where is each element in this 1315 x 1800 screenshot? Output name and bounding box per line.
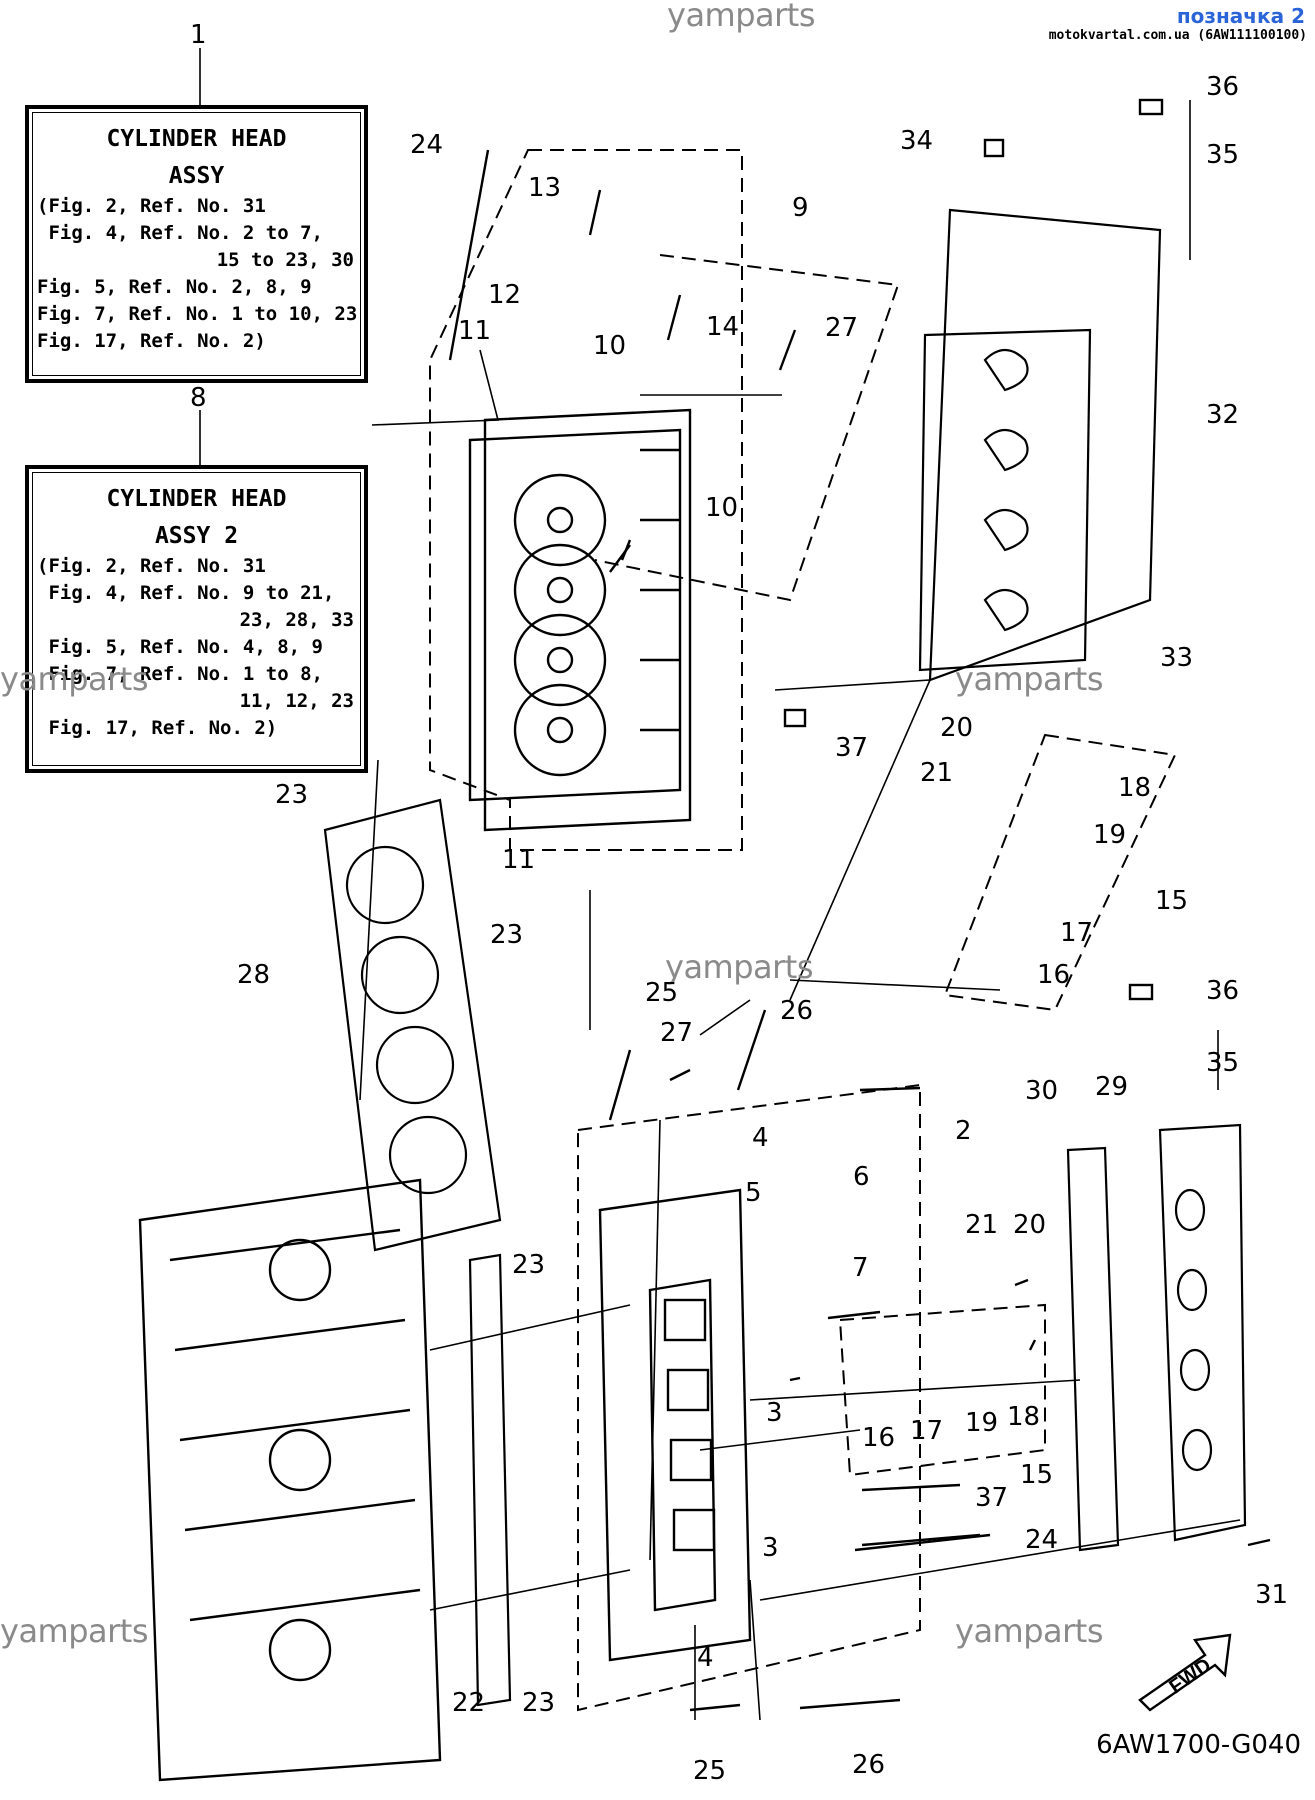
lower-head-gasket: [468, 1253, 512, 1707]
callout-number: 27: [660, 1018, 694, 1048]
callout-number: 4: [697, 1643, 714, 1673]
callout-number: 37: [835, 733, 869, 763]
lower-cylinder-head: [598, 1188, 752, 1662]
callout-number: 27: [825, 313, 859, 343]
callout-number: 17: [910, 1416, 944, 1446]
watermark: yamparts: [0, 660, 149, 698]
callout-number: 13: [528, 173, 562, 203]
legend-box-subtitle: ASSY 2: [154, 523, 239, 549]
legend-box-1: CYLINDER HEAD ASSY (Fig. 2, Ref. No. 31 …: [25, 105, 368, 383]
callout-number: 36: [1206, 976, 1240, 1006]
legend-line: (Fig. 2, Ref. No. 31: [37, 555, 266, 577]
cylinder-block: [138, 1178, 442, 1782]
legend-line: Fig. 7, Ref. No. 1 to 10, 23: [37, 303, 358, 325]
legend-line: Fig. 5, Ref. No. 4, 8, 9: [37, 636, 323, 658]
callout-number: 14: [706, 312, 740, 342]
callout-number: 24: [1025, 1525, 1059, 1555]
tag-link[interactable]: позначка 2: [1176, 4, 1305, 28]
legend-line: 23, 28, 33: [239, 609, 354, 631]
callout-number: 16: [1037, 960, 1071, 990]
callout-number: 22: [452, 1688, 486, 1718]
legend-line: Fig. 4, Ref. No. 2 to 7,: [37, 222, 323, 244]
callout-number: 20: [1013, 1210, 1047, 1240]
bolts: [448, 98, 1271, 1712]
watermark: yamparts: [955, 660, 1104, 698]
upper-cam-cover: [918, 208, 1162, 682]
callout-number: 6: [853, 1162, 870, 1192]
assembly-outline-upper: [429, 149, 1177, 1712]
callout-number: 25: [645, 978, 679, 1008]
callout-number: 20: [940, 713, 974, 743]
legend-line: 11, 12, 23: [239, 690, 354, 712]
callout-number: 36: [1206, 72, 1240, 102]
legend-line: (Fig. 2, Ref. No. 31: [37, 195, 266, 217]
callout-number: 9: [792, 193, 809, 223]
diagram-code: 6AW1700-G040: [1096, 1730, 1301, 1760]
source-label: motokvartal.com.ua (6AW111100100): [1048, 28, 1307, 43]
callout-number: 32: [1206, 400, 1240, 430]
callout-number: 3: [762, 1533, 779, 1563]
callout-number: 10: [705, 493, 739, 523]
lower-cam-cover: [1066, 1123, 1247, 1552]
callout-number: 37: [975, 1483, 1009, 1513]
callout-number: 15: [1020, 1460, 1054, 1490]
watermark: yamparts: [665, 948, 814, 986]
callout-number: 11: [502, 845, 536, 875]
callout-number: 29: [1095, 1072, 1129, 1102]
callout-number: 12: [488, 280, 522, 310]
watermark: yamparts: [0, 1612, 149, 1650]
callout-number: 18: [1007, 1402, 1041, 1432]
legend-line: Fig. 4, Ref. No. 9 to 21,: [37, 582, 335, 604]
callout-number: 26: [780, 996, 814, 1026]
callout-number: 35: [1206, 1048, 1240, 1078]
callout-number: 19: [965, 1408, 999, 1438]
callout-number: 33: [1160, 643, 1194, 673]
callout-number: 28: [237, 960, 271, 990]
callout-number: 23: [512, 1250, 546, 1280]
upper-cylinder-head: [468, 408, 692, 832]
callout-number: 17: [1060, 918, 1094, 948]
watermark: yamparts: [955, 1612, 1104, 1650]
watermark-top: yamparts: [667, 0, 816, 34]
callout-number: 23: [275, 780, 309, 810]
callout-number: 7: [852, 1253, 869, 1283]
callout-number: 10: [593, 331, 627, 361]
callout-number: 23: [490, 920, 524, 950]
callout-number: 23: [522, 1688, 556, 1718]
callout-number: 19: [1093, 820, 1127, 850]
legend-box-title: CYLINDER HEAD: [106, 486, 287, 512]
callout-number: 16: [862, 1423, 896, 1453]
fwd-label: FWD: [1165, 1654, 1215, 1698]
callout-number: 24: [410, 130, 444, 160]
legend-line: Fig. 7, Ref. No. 1 to 8,: [37, 663, 323, 685]
callout-8: 8: [190, 383, 207, 413]
callout-number: 21: [920, 758, 954, 788]
fwd-arrow-icon: [1138, 1633, 1232, 1712]
legend-line: 15 to 23, 30: [216, 249, 354, 271]
callout-number: 15: [1155, 886, 1189, 916]
callout-number: 21: [965, 1210, 999, 1240]
legend-line: Fig. 17, Ref. No. 2): [37, 330, 266, 352]
legend-box-subtitle: ASSY: [168, 163, 225, 189]
callout-number: 18: [1118, 773, 1152, 803]
callout-number: 3: [766, 1398, 783, 1428]
callout-number: 25: [693, 1756, 727, 1786]
callout-number: 5: [745, 1178, 762, 1208]
legend-line: Fig. 5, Ref. No. 2, 8, 9: [37, 276, 312, 298]
legend-box-2: CYLINDER HEAD ASSY 2 (Fig. 2, Ref. No. 3…: [25, 465, 368, 773]
callout-number: 4: [752, 1123, 769, 1153]
leader-lines: [199, 48, 1241, 1721]
callout-number: 11: [458, 316, 492, 346]
callout-1: 1: [190, 20, 207, 50]
legend-box-title: CYLINDER HEAD: [106, 126, 287, 152]
legend-line: Fig. 17, Ref. No. 2): [37, 717, 278, 739]
callout-number: 31: [1255, 1580, 1289, 1610]
callout-number: 2: [955, 1116, 972, 1146]
callout-number: 34: [900, 126, 934, 156]
callout-number: 30: [1025, 1076, 1059, 1106]
head-gasket: [323, 798, 502, 1252]
callout-number: 26: [852, 1750, 886, 1780]
callout-number: 35: [1206, 140, 1240, 170]
